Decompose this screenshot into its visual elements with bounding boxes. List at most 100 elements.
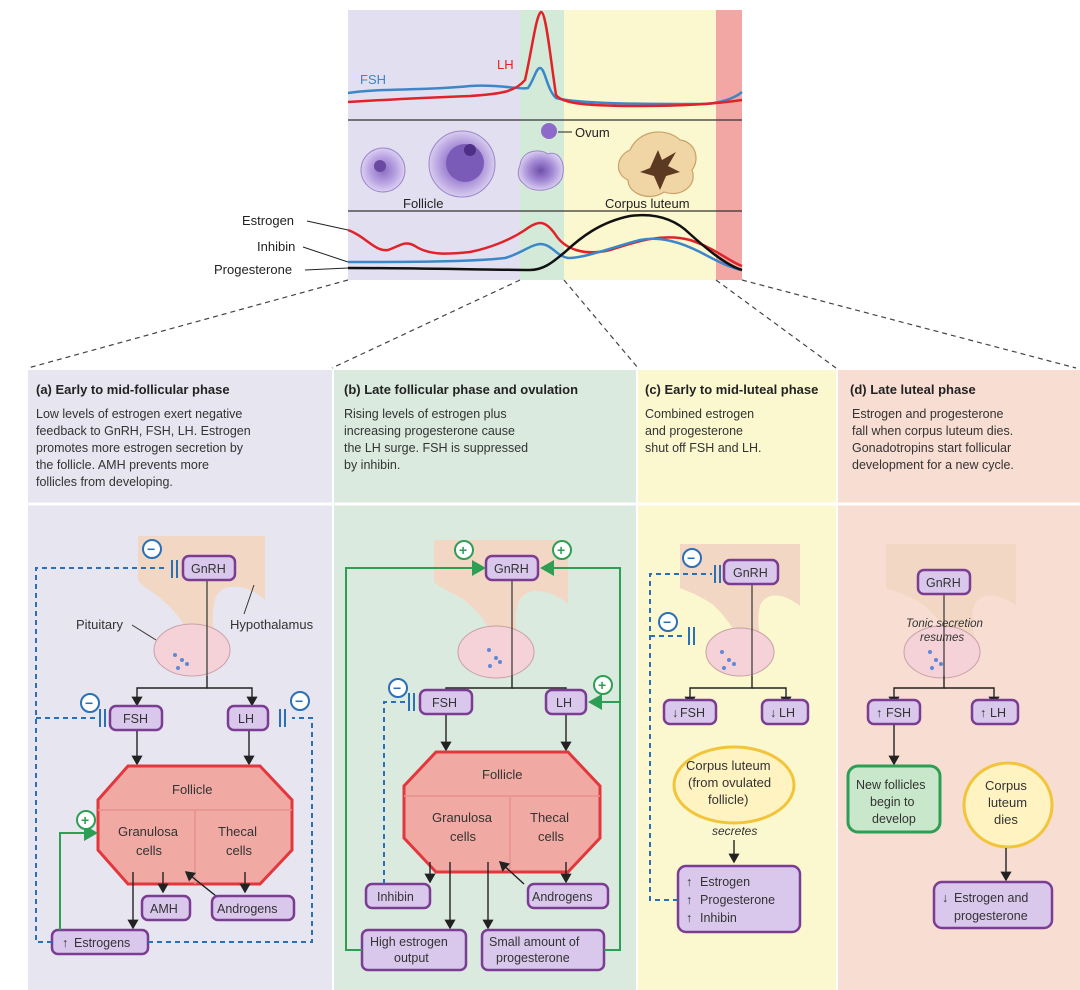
granulosa-label: Granulosa [118,824,179,839]
svg-text:and progesterone: and progesterone [645,424,743,438]
thecal-label: Thecal [530,810,569,825]
positive-feedback-granulosa [59,825,98,930]
corpus-luteum-icon [617,131,697,197]
phase-guide-lines [27,279,1077,369]
panel-a-title: (a) Early to mid-follicular phase [36,382,230,397]
fsh-label: FSH [123,712,148,726]
svg-text:+: + [557,542,565,558]
gnrh-box [484,554,540,582]
panel-d-title: (d) Late luteal phase [850,382,976,397]
pituitary-gland [153,623,231,677]
high-estrogen-label: High estrogen [370,935,448,949]
panel-a-diagram: GnRH Pituitary Hypothalamus FSH LH Folli… [35,536,314,956]
follicle-label: Follicle [172,782,212,797]
panel-a-bg [28,370,332,990]
svg-text:resumes: resumes [920,632,964,644]
inhibin-box [364,882,432,910]
amh-label: AMH [150,902,178,916]
gnrh-box [181,554,237,582]
new-follicles-label: New follicles [856,778,925,792]
hormone-chart: FSH LH Ovum Follicle Corpus luteum Estro… [214,10,743,280]
svg-text:Combined estrogen: Combined estrogen [645,407,754,421]
negative-feedback-lh [148,717,313,943]
progesterone-label: Progesterone [214,262,292,277]
svg-text:−: − [295,693,303,709]
svg-text:the follicle. AMH prevents mor: the follicle. AMH prevents more [36,458,209,472]
svg-text:−: − [85,695,93,711]
gnrh-box [916,568,972,596]
svg-text:Estrogen and progesterone: Estrogen and progesterone [852,407,1004,421]
fsh-label: FSH [432,696,457,710]
svg-text:shut off FSH and LH.: shut off FSH and LH. [645,441,762,455]
svg-text:luteum: luteum [988,795,1027,810]
panel-d-description: Estrogen and progesterone fall when corp… [852,407,1014,472]
hypothalamus-illustration [886,544,1016,652]
svg-text:↓: ↓ [672,706,678,720]
plus-sign-icon: + [593,675,613,695]
androgens-box [526,882,610,910]
svg-text:↑: ↑ [62,936,68,950]
menses-region [716,10,742,280]
svg-text:−: − [663,614,671,630]
minus-sign-icon: − [658,612,678,632]
svg-text:+: + [81,812,89,828]
svg-text:−: − [687,550,695,566]
minus-sign-icon: − [682,548,702,568]
follicle-ruptured [517,123,564,191]
corpus-luteum-dies-label: Corpus [985,778,1027,793]
minus-sign-icon: − [290,691,310,711]
pituitary-label: Pituitary [76,617,123,632]
corpus-luteum-label: Corpus luteum [686,758,771,773]
svg-text:increasing progesterone cause: increasing progesterone cause [344,424,515,438]
pituitary-gland [705,627,775,677]
svg-text:fall when corpus luteum dies.: fall when corpus luteum dies. [852,424,1013,438]
tonic-secretion-label: Tonic secretion [906,618,983,630]
androgens-label: Androgens [532,890,592,904]
svg-text:↑: ↑ [980,706,986,720]
inhibin-curve [347,237,743,272]
negative-feedback-fsh [383,701,406,884]
svg-text:feedback to GnRH, FSH, LH. Est: feedback to GnRH, FSH, LH. Estrogen [36,424,251,438]
ovum-icon [541,123,557,139]
androgens-label: Androgens [217,902,277,916]
small-progesterone-label: Small amount of [489,935,580,949]
svg-text:begin to: begin to [870,795,915,809]
ovulation-region [520,10,564,280]
svg-text:−: − [147,541,155,557]
svg-text:(from ovulated: (from ovulated [688,775,771,790]
svg-text:Rising levels of estrogen plus: Rising levels of estrogen plus [344,407,507,421]
fsh-box [866,698,922,726]
gnrh-label: GnRH [926,576,961,590]
minus-sign-icon: − [80,693,100,713]
svg-text:develop: develop [872,812,916,826]
lh-label: LH [238,712,254,726]
svg-text:cells: cells [450,829,477,844]
estrogens-label: Estrogens [74,936,130,950]
pituitary-gland [903,625,981,679]
lh-curve [347,10,743,108]
svg-text:progesterone: progesterone [496,951,570,965]
fsh-curve-label: FSH [360,72,386,87]
svg-text:the LH surge. FSH is suppresse: the LH surge. FSH is suppressed [344,441,528,455]
svg-text:Low levels of estrogen exert n: Low levels of estrogen exert negative [36,407,242,421]
progesterone-output-label: Progesterone [700,893,775,907]
inhibin-label: Inhibin [377,890,414,904]
corpus-luteum-stage-label: Corpus luteum [605,196,690,211]
fsh-box [418,688,474,716]
minus-sign-icon: − [388,678,408,698]
svg-text:↑: ↑ [686,893,692,907]
svg-text:−: − [393,680,401,696]
follicle-stage-label: Follicle [403,196,443,211]
panel-a-description: Low levels of estrogen exert negative fe… [36,407,251,489]
plus-sign-icon: + [552,540,572,560]
svg-text:↑: ↑ [686,911,692,925]
svg-text:cells: cells [226,843,253,858]
svg-text:dies: dies [994,812,1018,827]
lh-label: LH [556,696,572,710]
corpus-luteum-dies-oval [962,761,1054,849]
estrogen-progesterone-label: Estrogen and [954,891,1028,905]
inhibin-label: Inhibin [257,239,295,254]
follicle-octagon [402,750,602,874]
fsh-box [662,698,718,726]
thecal-label: Thecal [218,824,257,839]
